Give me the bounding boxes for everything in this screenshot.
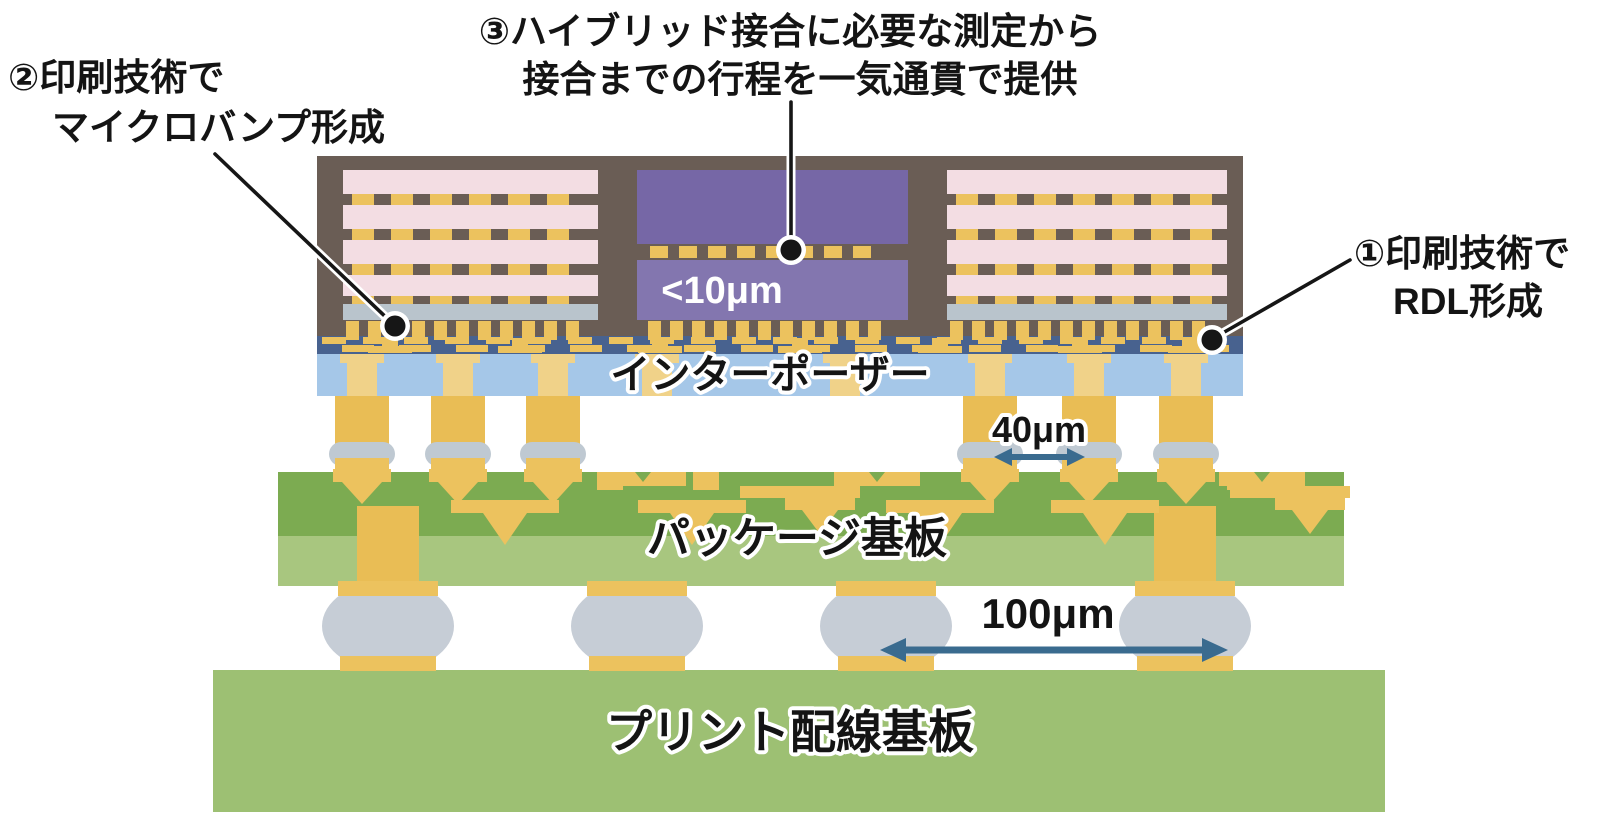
micro-bumps (329, 396, 1219, 478)
hybrid-pitch-label: <10μm (661, 270, 783, 312)
package-substrate-label: パッケージ基板 (647, 515, 947, 563)
module-top-bar (317, 156, 1243, 170)
step1-text-line1: ①印刷技術で (1354, 233, 1570, 274)
step1-dot (1201, 329, 1223, 351)
left-stack-left-bar (317, 156, 343, 336)
interposer-label: インターポーザー (610, 353, 929, 397)
callout-step1: ①印刷技術で RDL形成 (1197, 233, 1570, 355)
step3-text-line2: 接合までの行程を一気通貫で提供 (523, 59, 1078, 100)
step2-dot (384, 315, 406, 337)
solder-ball-pads (338, 581, 1235, 671)
ball-pitch-label: 100μm (981, 590, 1114, 637)
microbump-pitch-label: 40μm (992, 409, 1086, 450)
solder-balls (322, 581, 1251, 671)
rdl-wiring (322, 337, 1229, 353)
callout-step3: ③ハイブリッド接合に必要な測定から 接合までの行程を一気通貫で提供 (479, 10, 1102, 265)
step2-text-line1: ②印刷技術で (8, 57, 224, 98)
right-stack-right-bar (1227, 156, 1243, 336)
step3-text-line1: ③ハイブリッド接合に必要な測定から (479, 10, 1102, 52)
soc-die: <10μm (637, 170, 908, 320)
chip-module: <10μm (317, 156, 1243, 336)
microbump-teeth-rows (346, 321, 1205, 340)
step1-text-line2: RDL形成 (1393, 281, 1543, 322)
memory-die-stacks (343, 170, 1227, 320)
microbump-pitch-arrow (994, 448, 1085, 466)
pwb-label: プリント配線基板 (606, 706, 974, 758)
separator-right (908, 156, 947, 336)
printed-wiring-board (213, 670, 1385, 812)
callout-step2: ②印刷技術で マイクロバンプ形成 (8, 57, 410, 341)
separator-left (598, 156, 637, 336)
step2-text-line2: マイクロバンプ形成 (52, 107, 385, 148)
step3-dot (780, 239, 802, 261)
ball-pitch-arrow (880, 638, 1228, 662)
measurements: インターポーザー 40μm パッケージ基板 100μm プリント配線基板 (602, 349, 1228, 762)
interposer-tsvs (340, 354, 1208, 396)
